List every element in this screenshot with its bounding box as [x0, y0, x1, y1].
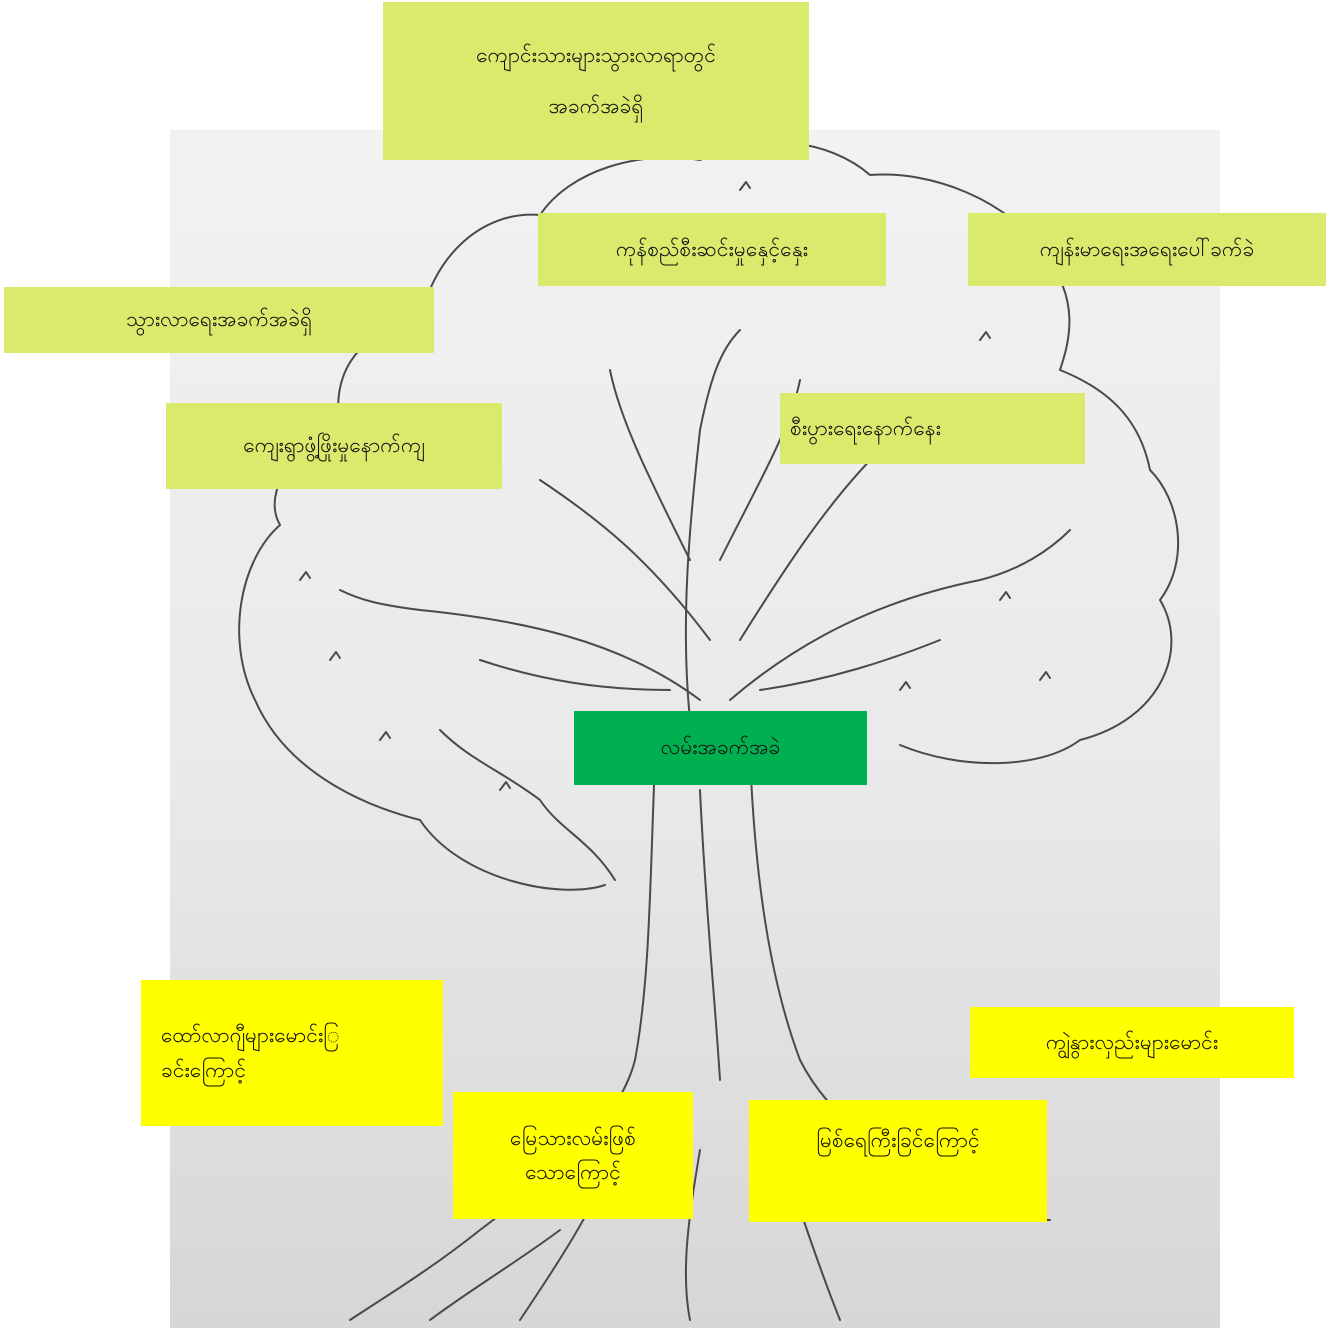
cause-label-line: မြေသားလမ်းဖြစ်: [510, 1126, 636, 1151]
problem-label-line: အခက်အခဲရှိ: [548, 94, 644, 118]
problem-label-economy-delay: စီးပွားရေးနောက်နေး: [780, 393, 1085, 464]
problem-label-line: ကျောင်းသားများသွားလာရာတွင်: [476, 42, 716, 67]
problem-label-goods-flow: ကုန်စည်စီးဆင်းမှုနှေင့်နှေး: [538, 213, 886, 286]
cause-label-line: သောကြောင့်: [525, 1159, 621, 1184]
leaf-squiggle-7: [999, 591, 1011, 601]
cause-label-bullock-carts: ကျွဲနွားလှည်းများမောင်း: [970, 1007, 1294, 1078]
leaf-squiggle-9: [979, 331, 991, 341]
tree-branch-9: [479, 659, 671, 691]
tree-root-4: [429, 1229, 561, 1321]
leaf-squiggle-1: [299, 571, 311, 581]
tree-branch-3: [729, 529, 1071, 701]
problem-label-line: ကျန်းမာရေးအရေးပေါ်ခက်ခဲ: [1039, 236, 1255, 261]
cause-label-line: ကျွဲနွားလှည်းများမောင်း: [1045, 1029, 1219, 1054]
problem-label-health-emergency: ကျန်းမာရေးအရေးပေါ်ခက်ခဲ: [968, 213, 1326, 286]
leaf-squiggle-2: [329, 651, 341, 661]
leaf-squiggle-8: [739, 181, 751, 191]
problem-label-transport-difficulty: သွားလာရေးအခက်အခဲရှိ: [4, 287, 434, 353]
tree-branch-8: [759, 639, 941, 691]
root-problem-label: လမ်းအခက်အခဲ: [574, 711, 867, 785]
cause-label-line: မြစ်ရေကြီးခြင်ကြောင့်: [816, 1128, 980, 1152]
leaf-squiggle-6: [1039, 671, 1051, 681]
tree-crown-inner: [439, 729, 616, 881]
root-problem-text: လမ်းအခက်အခဲ: [660, 735, 781, 760]
cause-label-tractors: ထော်လာဂျီများမောင်းြ ခင်းကြောင့်: [141, 980, 443, 1126]
cause-label-line: ခင်းကြောင့်: [161, 1058, 246, 1082]
leaf-squiggle-4: [499, 781, 511, 791]
cause-label-river-flood: မြစ်ရေကြီးခြင်ကြောင့်: [749, 1100, 1047, 1222]
tree-branch-2: [339, 589, 701, 701]
problem-label-line: သွားလာရေးအခက်အခဲရှိ: [125, 307, 313, 332]
tree-branch-4: [539, 479, 711, 641]
tree-root-2: [684, 1149, 701, 1321]
tree-branch-7: [609, 369, 691, 561]
leaf-squiggle-5: [899, 681, 911, 691]
tree-branch-5: [739, 449, 881, 641]
problem-label-line: ကုန်စည်စီးဆင်းမှုနှေင့်နှေး: [615, 236, 809, 261]
problem-label-village-development: ကျေးရွာဖွံ့ဖြိုးမှုနောက်ကျ: [166, 403, 502, 489]
tree-trunk-mid: [699, 789, 721, 1081]
tree-branch-1: [684, 329, 741, 721]
cause-label-dirt-road: မြေသားလမ်းဖြစ် သောကြောင့်: [453, 1092, 693, 1219]
problem-label-line: ကျေးရွာဖွံ့ဖြိုးမှုနောက်ကျ: [243, 433, 425, 458]
problem-label-line: စီးပွားရေးနောက်နေး: [790, 415, 941, 440]
problem-label-students-travel: ကျောင်းသားများသွားလာရာတွင် အခက်အခဲရှိ: [383, 2, 809, 160]
leaf-squiggle-3: [379, 731, 391, 741]
cause-label-line: ထော်လာဂျီများမောင်းြ: [161, 1022, 340, 1047]
